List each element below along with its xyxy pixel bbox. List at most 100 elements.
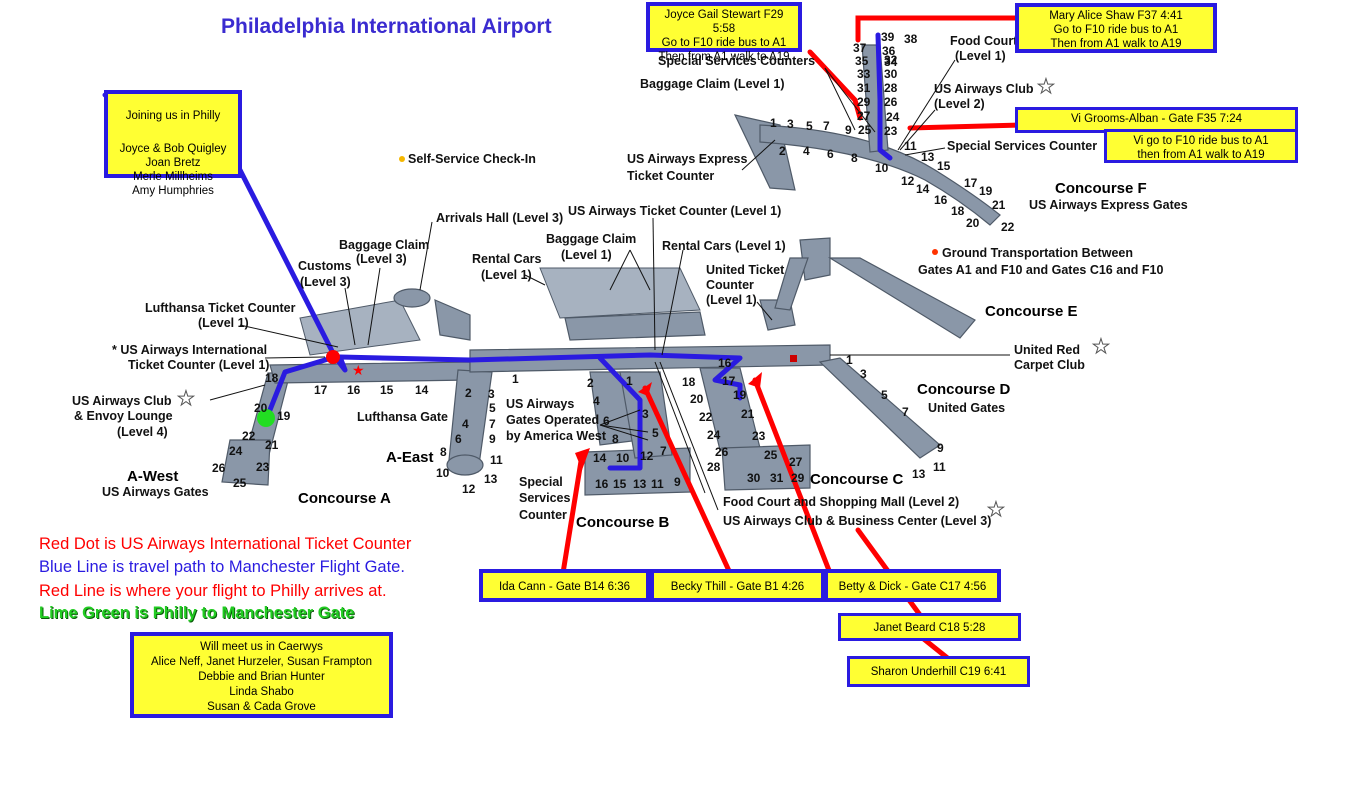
svg-text:(Level 4): (Level 4) — [117, 425, 168, 439]
svg-text:(Level 1): (Level 1) — [706, 293, 757, 307]
svg-text:Counter: Counter — [519, 508, 567, 522]
svg-text:1: 1 — [846, 353, 853, 367]
svg-text:8: 8 — [612, 432, 619, 446]
svg-text:33: 33 — [857, 67, 871, 81]
svg-text:1: 1 — [770, 116, 777, 130]
svg-text:35: 35 — [855, 54, 869, 68]
svg-text:United Ticket: United Ticket — [706, 263, 785, 277]
svg-text:Baggage Claim: Baggage Claim — [546, 232, 636, 246]
svg-text:11: 11 — [933, 460, 946, 474]
concourse-a-west-gatehold — [221, 439, 271, 486]
star-icon: ★ — [987, 499, 1005, 521]
svg-text:5: 5 — [806, 119, 813, 133]
star-icons: ★ ★ ★ ★ — [177, 76, 1111, 522]
self-service-dot — [399, 156, 405, 162]
svg-text:A-East: A-East — [386, 449, 434, 466]
callout-joining-heading: Joining us in Philly — [125, 110, 221, 122]
svg-text:31: 31 — [770, 471, 784, 485]
svg-text:(Level 1): (Level 1) — [198, 316, 249, 330]
svg-text:15: 15 — [613, 477, 627, 491]
svg-text:19: 19 — [979, 184, 993, 198]
legend-blue-line: Blue Line is travel path to Manchester F… — [39, 558, 405, 576]
callout-meet-caerwys: Will meet us in Caerwys Alice Neff, Jane… — [130, 632, 393, 718]
svg-text:6: 6 — [827, 147, 834, 161]
svg-text:US Airways Club: US Airways Club — [934, 82, 1034, 96]
svg-text:US Airways Gates: US Airways Gates — [102, 485, 209, 499]
svg-text:2: 2 — [779, 144, 786, 158]
legend-red-line: Red Line is where your flight to Philly … — [39, 582, 387, 600]
svg-text:Gates Operated: Gates Operated — [506, 413, 599, 427]
svg-text:15: 15 — [937, 159, 951, 173]
svg-text:Customs: Customs — [298, 259, 352, 273]
svg-text:Baggage Claim (Level 1): Baggage Claim (Level 1) — [640, 77, 785, 91]
international-terminal — [299, 299, 421, 356]
svg-text:11: 11 — [651, 477, 664, 491]
svg-text:(Level 2): (Level 2) — [934, 97, 985, 111]
svg-text:3: 3 — [488, 387, 495, 401]
svg-text:Services: Services — [519, 491, 570, 505]
svg-text:Ground Transportation Between: Ground Transportation Between — [942, 246, 1133, 260]
svg-text:14: 14 — [916, 182, 930, 196]
svg-text:2: 2 — [587, 376, 594, 390]
svg-text:13: 13 — [912, 467, 926, 481]
svg-text:& Envoy Lounge: & Envoy Lounge — [74, 409, 173, 423]
star-icon: ★ — [177, 388, 195, 410]
svg-text:28: 28 — [707, 460, 721, 474]
concourse-e-pier — [827, 257, 976, 339]
svg-text:9: 9 — [937, 441, 944, 455]
callout-vi-body: Vi go to F10 ride bus to A1 then from A1… — [1104, 129, 1298, 163]
svg-text:Rental Cars: Rental Cars — [472, 252, 542, 266]
svg-text:16: 16 — [718, 356, 732, 370]
svg-text:21: 21 — [741, 407, 755, 421]
svg-text:10: 10 — [875, 161, 889, 175]
svg-text:18: 18 — [682, 375, 696, 389]
svg-text:Food Court: Food Court — [950, 34, 1018, 48]
svg-text:25: 25 — [858, 123, 872, 137]
svg-text:4: 4 — [593, 394, 600, 408]
svg-text:United Gates: United Gates — [928, 401, 1005, 415]
legend-red-dot: Red Dot is US Airways International Tick… — [39, 535, 412, 553]
svg-text:10: 10 — [616, 451, 630, 465]
svg-text:30: 30 — [884, 67, 898, 81]
svg-text:25: 25 — [764, 448, 778, 462]
callout-ida: Ida Cann - Gate B14 6:36 — [479, 569, 650, 602]
svg-text:(Level 1): (Level 1) — [955, 49, 1006, 63]
svg-text:6: 6 — [455, 432, 462, 446]
svg-text:18: 18 — [951, 204, 965, 218]
svg-text:US Airways Ticket Counter (Lev: US Airways Ticket Counter (Level 1) — [568, 204, 781, 218]
svg-text:Concourse A: Concourse A — [298, 490, 391, 507]
svg-text:12: 12 — [640, 449, 654, 463]
svg-text:7: 7 — [489, 417, 496, 431]
svg-text:20: 20 — [254, 401, 268, 415]
callout-betty: Betty & Dick - Gate C17 4:56 — [824, 569, 1001, 602]
svg-text:19: 19 — [277, 409, 291, 423]
svg-text:15: 15 — [380, 383, 394, 397]
red-star-marker: ★ — [352, 362, 365, 378]
svg-text:Concourse D: Concourse D — [917, 381, 1011, 398]
united-red-carpet-marker — [790, 355, 797, 362]
svg-text:Counter: Counter — [706, 278, 754, 292]
svg-text:26: 26 — [884, 95, 898, 109]
svg-text:39: 39 — [881, 30, 895, 44]
svg-text:17: 17 — [722, 374, 736, 388]
svg-text:23: 23 — [884, 124, 898, 138]
svg-text:4: 4 — [462, 417, 469, 431]
callout-joining-names: Joyce & Bob Quigley Joan Bretz Merle Mil… — [119, 143, 227, 197]
svg-text:Arrivals Hall (Level 3): Arrivals Hall (Level 3) — [436, 211, 563, 225]
us-airways-intl-counter-dot — [326, 350, 340, 364]
star-icon: ★ — [1037, 76, 1055, 98]
svg-text:3: 3 — [642, 407, 649, 421]
svg-text:US Airways Express: US Airways Express — [627, 152, 747, 166]
svg-text:10: 10 — [436, 466, 450, 480]
svg-text:27: 27 — [789, 455, 803, 469]
svg-text:14: 14 — [415, 383, 429, 397]
svg-text:7: 7 — [823, 119, 830, 133]
svg-text:32: 32 — [884, 53, 898, 67]
map-title: Philadelphia International Airport — [221, 15, 552, 38]
svg-text:Carpet Club: Carpet Club — [1014, 358, 1085, 372]
svg-text:23: 23 — [256, 460, 270, 474]
baggage-claim-block — [539, 267, 701, 319]
svg-text:8: 8 — [440, 445, 447, 459]
leader-lines — [209, 59, 1010, 511]
svg-text:US Airways Express Gates: US Airways Express Gates — [1029, 198, 1188, 212]
